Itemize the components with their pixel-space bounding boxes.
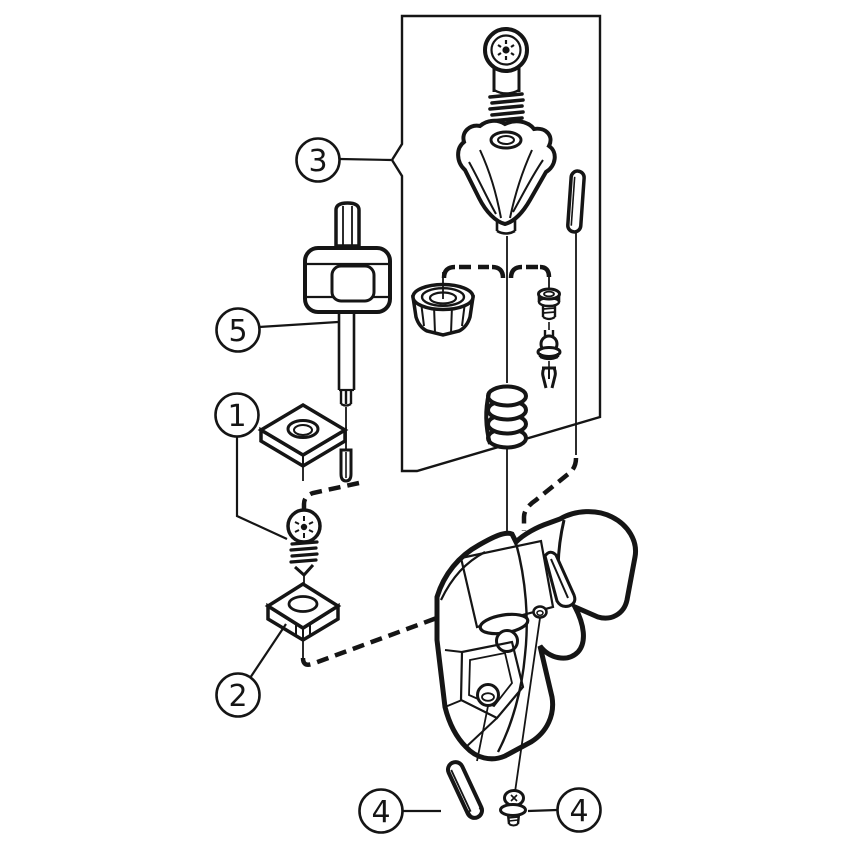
cutting-insert [257,402,349,469]
callout-2-circle [215,672,261,718]
callout-4-left-label: 4 [371,795,390,830]
clamping-unit-box [390,14,602,473]
tool-holder-body [434,509,639,762]
fork-clip [541,366,557,389]
lock-pin [445,760,485,820]
torx-screw-icon [294,516,314,538]
plug [536,330,562,361]
callout-3-circle [295,137,341,183]
callout-4-left-circle [358,788,404,834]
shim-screw [499,789,527,827]
assembly-line-pin [521,457,579,531]
callout-4-right-leader [527,808,558,813]
callout-4-left: 4 [358,788,441,834]
shim [264,581,342,643]
callout-5: 5 [215,307,339,353]
torx-key [303,201,392,483]
insert-screw [286,508,322,578]
axis-line-shim-screw [514,617,541,793]
callout-4-right-circle [556,787,602,833]
callout-1-label: 1 [227,399,246,434]
callout-3-leader [339,157,392,162]
callout-4-right: 4 [527,787,602,833]
callout-2-leader [249,623,287,679]
callout-1-circle [214,392,260,438]
callout-2-label: 2 [228,679,247,714]
clamp [456,118,557,235]
torx-socket-icon [497,40,515,60]
axis-bridge-right [508,264,552,289]
callout-5-circle [215,307,261,353]
nut [410,272,476,337]
callout-1: 1 [214,392,288,540]
dowel-pin [566,169,586,234]
box-outline [390,14,602,473]
callout-5-leader [258,320,339,329]
callout-3: 3 [295,137,392,183]
callout-1-leader [235,437,288,540]
axis-line-lock-pin [476,705,489,762]
spring [484,384,528,450]
plug-screw [537,287,561,321]
callout-4-right-label: 4 [569,794,588,829]
callout-2: 2 [215,623,287,718]
callout-3-label: 3 [308,144,327,179]
callout-5-label: 5 [228,314,247,349]
axis-bridge-left [441,264,506,279]
assembly-line-insert [301,480,360,511]
